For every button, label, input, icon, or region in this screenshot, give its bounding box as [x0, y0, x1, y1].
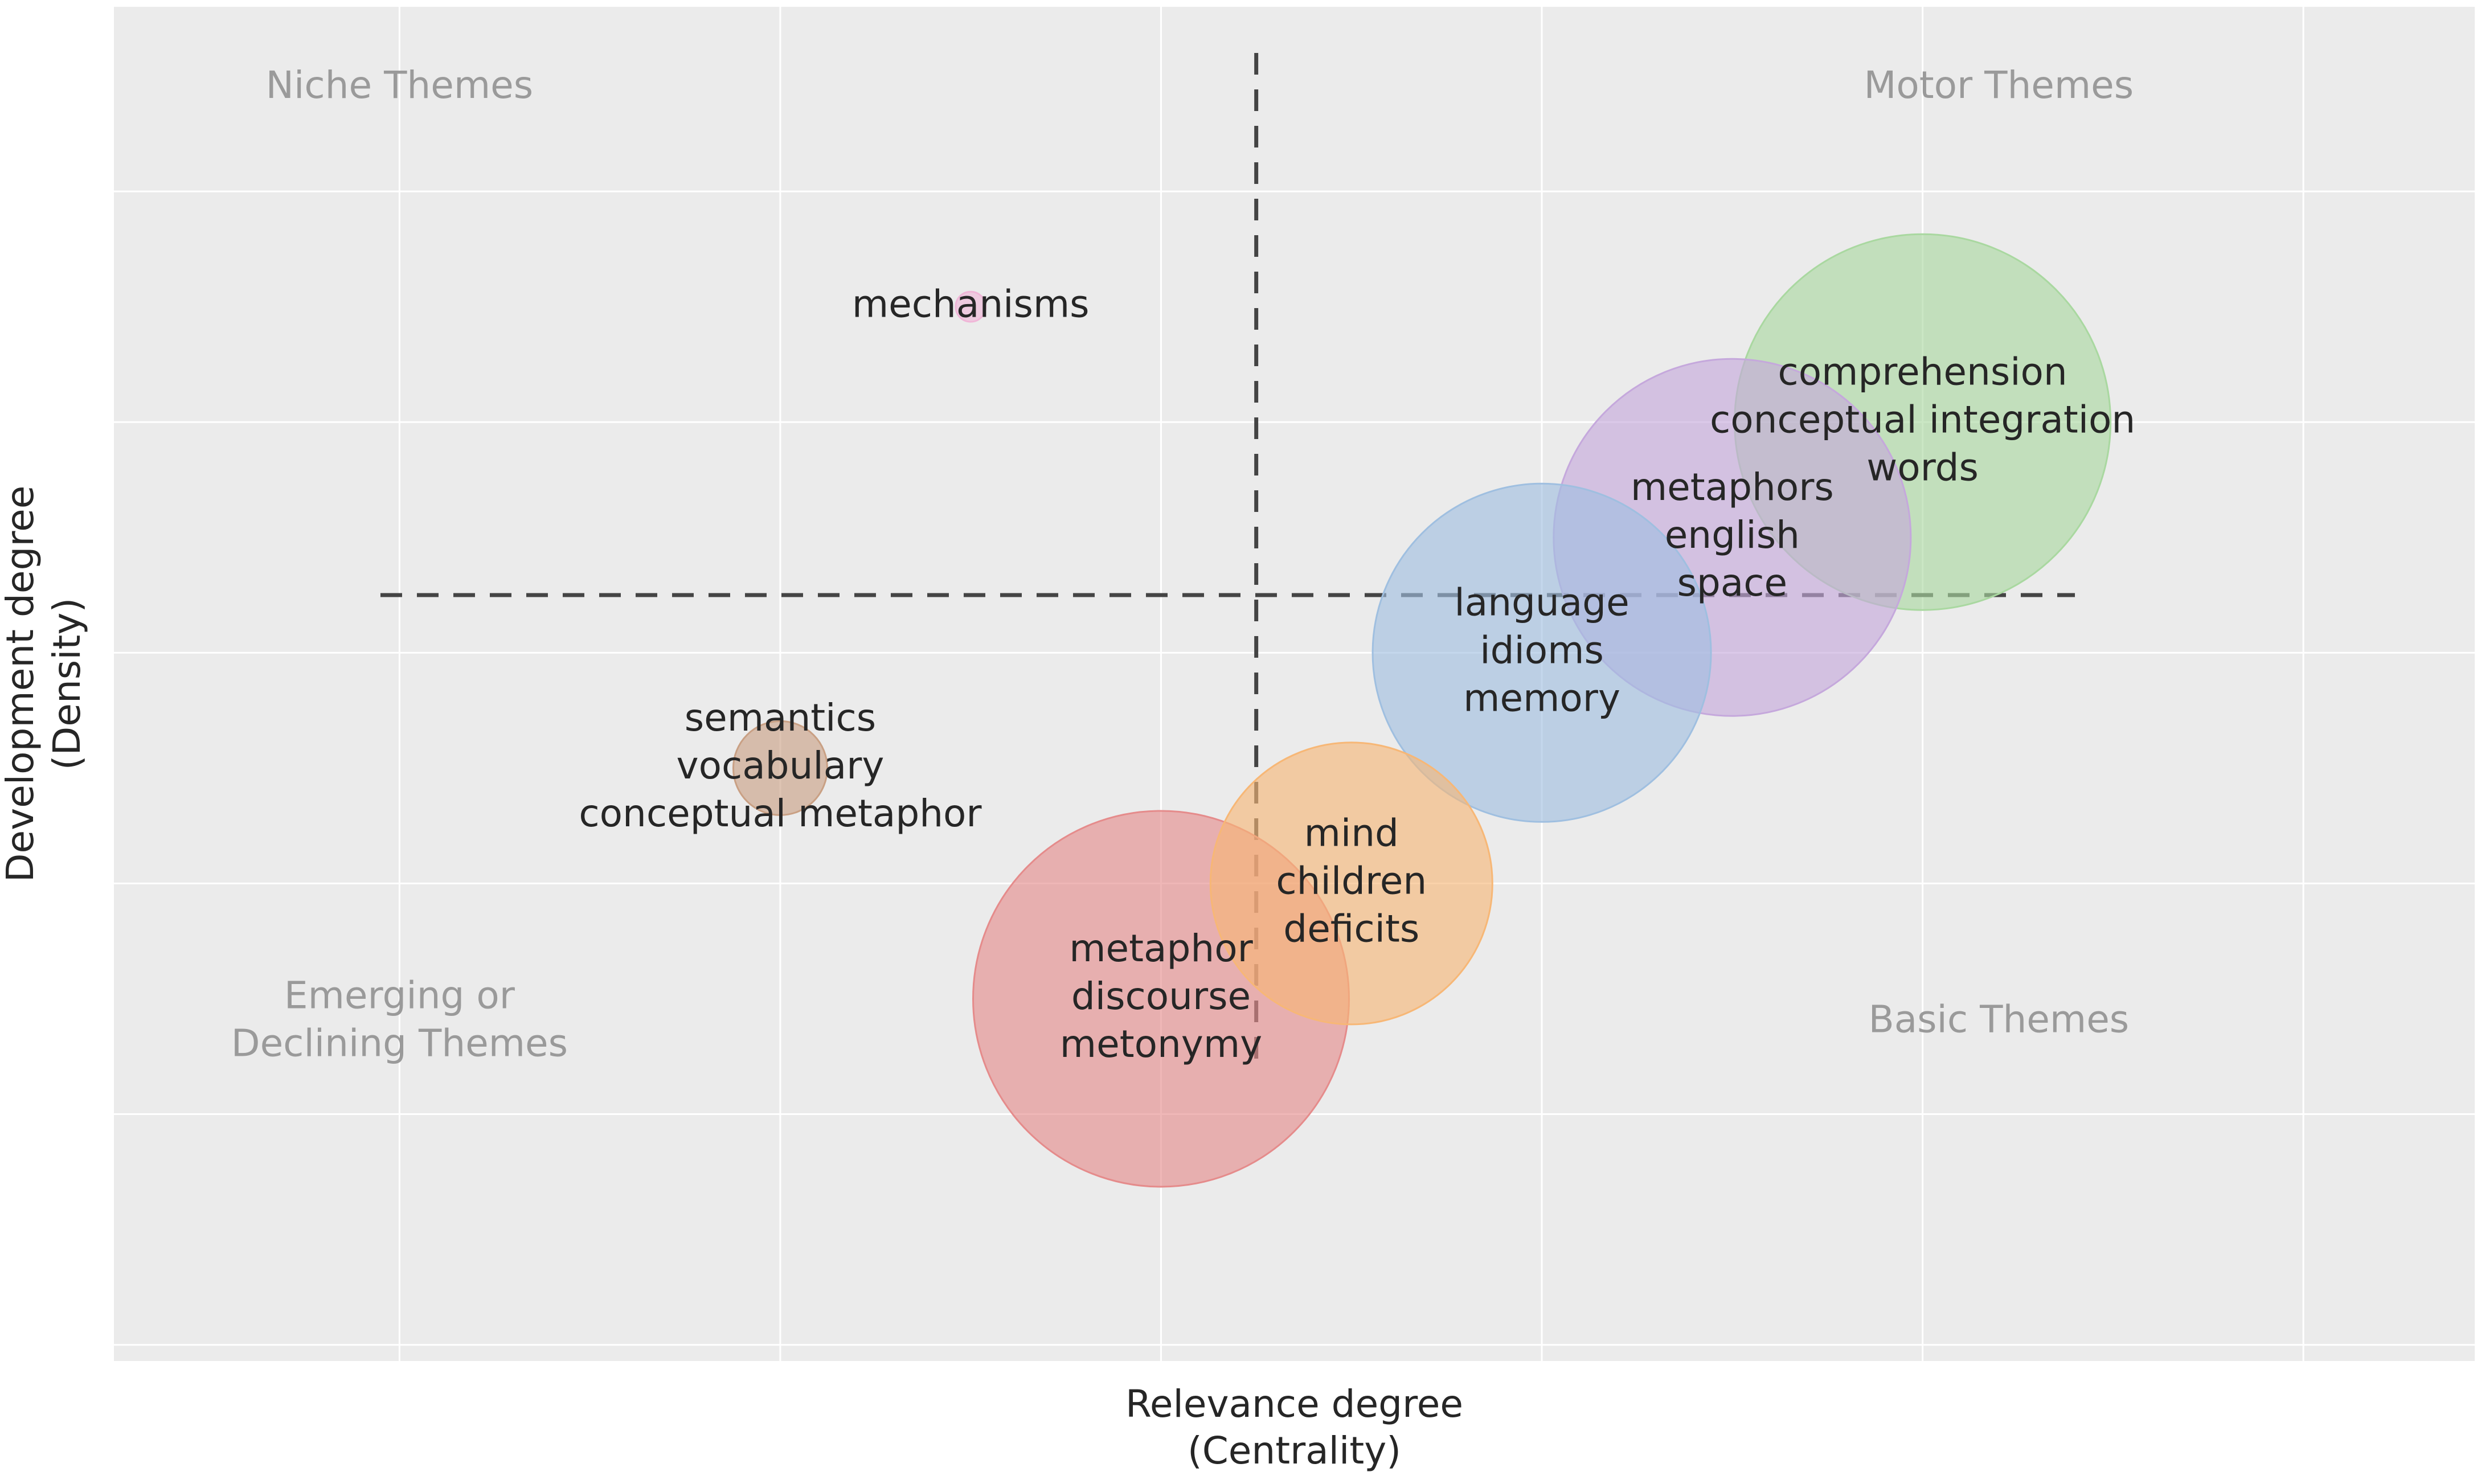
- bubble-label-mind: deficits: [1283, 907, 1419, 950]
- bubble-label-metaphors: space: [1677, 561, 1788, 605]
- plot-background: [114, 7, 2475, 1361]
- x-axis-title: Relevance degree: [1125, 1382, 1463, 1426]
- bubble-label-metaphor: metonymy: [1060, 1022, 1262, 1066]
- bubble-label-comprehension: comprehension: [1778, 350, 2067, 393]
- bubble-label-metaphors: english: [1665, 513, 1800, 557]
- bubble-label-metaphors: metaphors: [1631, 465, 1834, 509]
- bubble-label-mechanisms: mechanisms: [852, 282, 1090, 326]
- quadrant-label-top-left: Niche Themes: [266, 63, 533, 107]
- bubble-label-semantics: semantics: [685, 696, 876, 740]
- bubble-label-comprehension: conceptual integration: [1710, 397, 2135, 441]
- y-axis-title: (Density): [45, 598, 89, 770]
- bubble-label-metaphor: discourse: [1071, 974, 1251, 1018]
- bubble-language: [1371, 482, 1712, 823]
- bubble-label-semantics: vocabulary: [677, 744, 885, 788]
- quadrant-label-bottom-left: Emerging or: [284, 974, 515, 1018]
- bubble-label-comprehension: words: [1866, 445, 1979, 489]
- bubble-label-semantics: conceptual metaphor: [579, 792, 982, 835]
- bubble-label-mind: mind: [1304, 811, 1399, 855]
- bubble-label-metaphor: metaphor: [1069, 927, 1253, 970]
- x-axis-title: (Centrality): [1188, 1429, 1401, 1473]
- y-axis-title: Development degree: [0, 486, 42, 883]
- quadrant-label-top-right: Motor Themes: [1864, 63, 2134, 107]
- bubble-label-language: idioms: [1480, 628, 1604, 672]
- bubble-label-language: language: [1454, 580, 1629, 624]
- bubble-label-language: memory: [1463, 676, 1620, 720]
- bubble-mechanisms: [955, 290, 987, 323]
- bubble-mind: [1209, 741, 1493, 1026]
- axis-titles: Relevance degree(Centrality) Development …: [0, 486, 1463, 1473]
- bubble-label-mind: children: [1276, 859, 1427, 903]
- quadrant-label-bottom-left: Declining Themes: [231, 1022, 568, 1065]
- quadrant-label-bottom-right: Basic Themes: [1868, 998, 2129, 1042]
- bubble-semantics: [732, 720, 828, 816]
- bubbles: [732, 233, 2112, 1188]
